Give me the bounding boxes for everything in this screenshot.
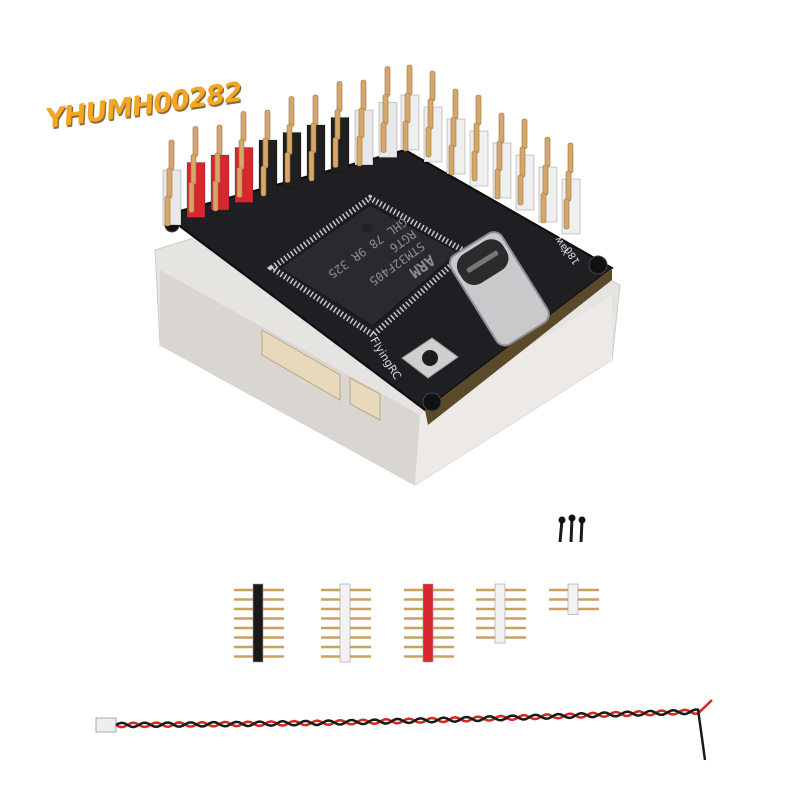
gold-pin xyxy=(475,94,482,126)
pcb-edge xyxy=(425,268,612,425)
pin-header-column xyxy=(354,79,374,167)
gold-pin xyxy=(540,192,547,224)
gold-pin xyxy=(236,167,243,198)
gold-pin xyxy=(384,66,391,97)
gold-pin xyxy=(260,165,267,197)
gold-pin xyxy=(164,195,171,227)
loose-pin-header xyxy=(234,583,284,663)
pin-header-column xyxy=(446,88,466,176)
gold-pin xyxy=(563,198,570,230)
gold-pin xyxy=(382,94,389,125)
pin-header-column xyxy=(306,94,326,182)
boot-button[interactable] xyxy=(401,337,459,379)
usb-c-port[interactable] xyxy=(446,228,553,349)
accessories xyxy=(234,583,599,663)
gold-pin xyxy=(448,144,455,176)
gold-pin xyxy=(284,152,291,183)
gold-pin xyxy=(517,174,524,206)
gold-pin xyxy=(332,137,339,168)
gold-pin xyxy=(288,96,295,127)
gold-pin xyxy=(308,150,315,182)
pin-header-column xyxy=(400,64,420,152)
gold-pin xyxy=(190,154,197,185)
screw-icon xyxy=(422,392,442,412)
gold-pin xyxy=(494,168,501,200)
pin-header-column xyxy=(538,136,558,224)
gold-pin xyxy=(286,124,293,155)
gold-pin xyxy=(380,122,387,153)
gold-pin xyxy=(166,167,173,199)
gold-pin xyxy=(312,94,319,126)
pin-header-column xyxy=(492,112,512,200)
gold-pin xyxy=(429,70,436,102)
gold-pin xyxy=(212,180,219,212)
gold-pin xyxy=(427,98,434,130)
gold-pin xyxy=(192,126,199,157)
gold-pin xyxy=(471,150,478,182)
screw-icon xyxy=(588,255,608,275)
mounting-screws xyxy=(558,514,586,543)
gold-pin xyxy=(356,135,363,167)
gold-pin xyxy=(334,109,341,140)
gold-pin xyxy=(542,164,549,196)
gold-pin xyxy=(406,64,413,96)
loose-pin-header xyxy=(321,583,371,663)
gold-pin xyxy=(188,182,195,213)
pin-header-column xyxy=(469,94,489,187)
gold-pin xyxy=(452,88,459,120)
gold-pin xyxy=(567,142,574,174)
pin-header-column xyxy=(186,126,206,218)
pin-header-column xyxy=(378,66,398,158)
gold-pin xyxy=(496,140,503,172)
gold-pin xyxy=(450,116,457,148)
gold-pin xyxy=(404,92,411,124)
pin-header-column xyxy=(258,109,278,197)
pin-header-column xyxy=(234,111,254,203)
pin-header-column xyxy=(561,142,581,235)
pin-header-column xyxy=(282,96,302,188)
cable xyxy=(95,699,713,761)
gold-pin xyxy=(425,126,432,158)
loose-pin-header xyxy=(476,583,526,644)
pin-header-column xyxy=(210,124,230,212)
case-front-face xyxy=(160,270,420,485)
pin-headers xyxy=(162,64,581,235)
gold-pin xyxy=(336,81,343,112)
gold-pin xyxy=(519,146,526,178)
gold-pin xyxy=(544,136,551,168)
gold-pin xyxy=(402,120,409,152)
gold-pin xyxy=(168,139,175,171)
jst-connector xyxy=(261,329,381,421)
gold-pin xyxy=(565,170,572,202)
gold-pin xyxy=(264,109,271,141)
gold-pin xyxy=(214,152,221,184)
gold-pin xyxy=(238,139,245,170)
pin-header-column xyxy=(515,118,535,211)
gold-pin xyxy=(521,118,528,150)
gold-pin xyxy=(216,124,223,156)
loose-pin-header xyxy=(404,583,454,663)
gold-pin xyxy=(310,122,317,154)
gold-pin xyxy=(498,112,505,144)
gold-pin xyxy=(358,107,365,139)
pin-header-column xyxy=(162,139,182,227)
pin-header-column xyxy=(330,81,350,173)
gold-pin xyxy=(240,111,247,142)
pin-header-column xyxy=(423,70,443,163)
gold-pin xyxy=(360,79,367,111)
loose-pin-header xyxy=(549,583,599,615)
gold-pin xyxy=(262,137,269,169)
case-side-face xyxy=(415,295,612,485)
gold-pin xyxy=(473,122,480,154)
